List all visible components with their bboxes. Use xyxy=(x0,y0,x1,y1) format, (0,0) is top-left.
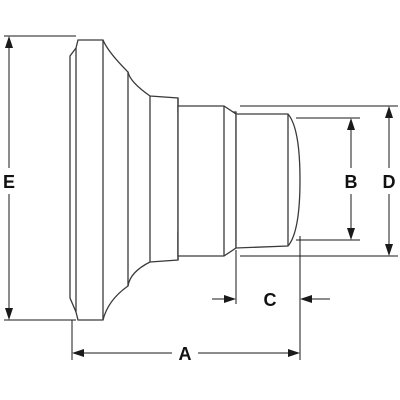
label-d: D xyxy=(383,172,396,192)
dim-c-arrow-right xyxy=(300,295,312,303)
bevel-end xyxy=(235,113,301,249)
ferrule-part xyxy=(69,39,301,321)
dim-e-arrow-bottom xyxy=(5,308,13,320)
dimension-e: E xyxy=(3,36,15,320)
dim-b-arrow-bottom xyxy=(347,228,355,240)
label-e: E xyxy=(3,172,15,192)
dim-e-arrow-top xyxy=(5,36,13,48)
dim-c-arrow-left xyxy=(224,295,236,303)
extension-lines xyxy=(4,35,398,360)
dimension-c: C xyxy=(212,290,330,310)
dim-a-arrow-left xyxy=(72,349,84,357)
dimension-b: B xyxy=(345,118,358,240)
dimension-d: D xyxy=(383,106,396,256)
label-c: C xyxy=(264,290,277,310)
dim-a-arrow-right xyxy=(288,349,300,357)
tube-outline xyxy=(177,105,237,257)
label-a: A xyxy=(179,344,192,364)
label-b: B xyxy=(345,172,358,192)
dim-d-arrow-top xyxy=(385,106,393,118)
dim-b-arrow-top xyxy=(347,118,355,130)
dim-d-arrow-bottom xyxy=(385,244,393,256)
dimension-a: A xyxy=(72,344,300,364)
